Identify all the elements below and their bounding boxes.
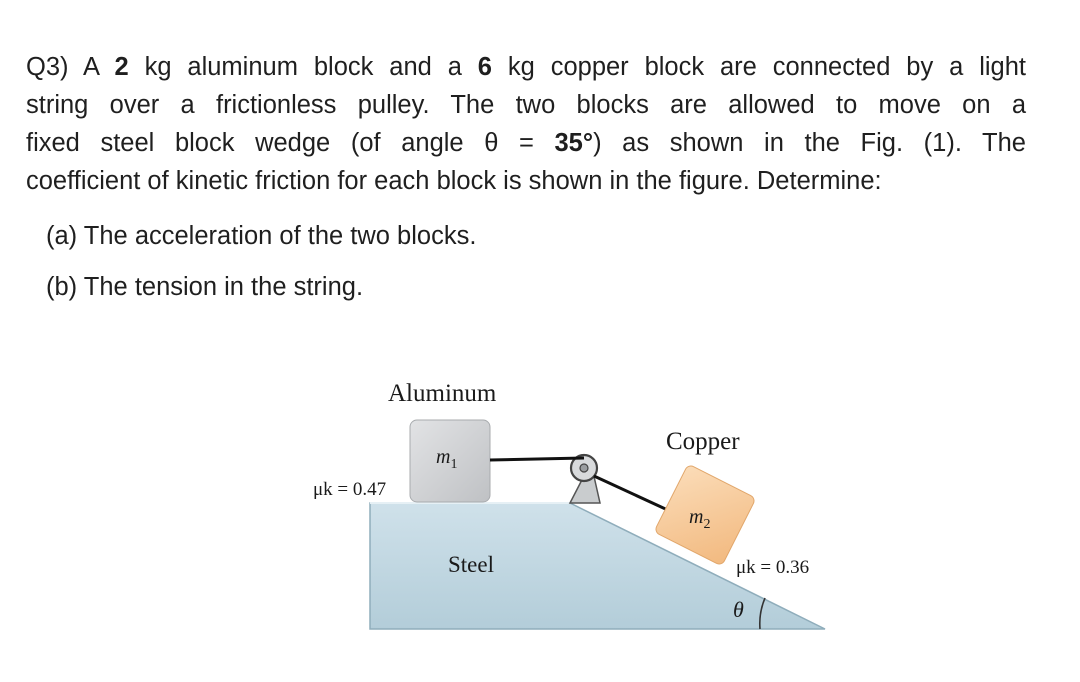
part-b: (b) The tension in the string. xyxy=(46,273,364,301)
m2-label: m2 xyxy=(689,506,710,532)
theta-label: θ xyxy=(733,597,744,622)
question-line-2: string over a frictionless pulley. The t… xyxy=(26,91,1026,119)
question-text-segment: ) as shown in the Fig. (1). The xyxy=(593,129,1026,157)
pulley-axle xyxy=(579,463,589,473)
steel-label: Steel xyxy=(448,552,494,577)
aluminum-label: Aluminum xyxy=(388,380,497,407)
copper-block xyxy=(655,465,755,565)
copper-label: Copper xyxy=(666,428,740,455)
mu-k-copper-label: μk = 0.36 xyxy=(736,557,809,578)
question-line-1: Q3) A 2 kg aluminum block and a 6 kg cop… xyxy=(26,48,1026,86)
question-text-segment: kg copper block are connected by a light xyxy=(491,53,1026,81)
question-text: Q3) A 2 kg aluminum block and a 6 kg cop… xyxy=(26,48,1026,200)
question-line-4: coefficient of kinetic friction for each… xyxy=(26,167,882,195)
aluminum-mass-value: 2 xyxy=(114,53,129,81)
angle-value: 35° xyxy=(554,129,594,157)
question-text-segment: fixed steel block wedge (of angle θ = xyxy=(26,129,555,157)
copper-mass-value: 6 xyxy=(477,53,492,81)
question-text-segment: Q3) A xyxy=(26,53,115,81)
part-a: (a) The acceleration of the two blocks. xyxy=(46,222,477,250)
question-text-segment: kg aluminum block and a xyxy=(128,53,478,81)
question-line-3: fixed steel block wedge (of angle θ = 35… xyxy=(26,124,1026,162)
string-incline xyxy=(593,474,673,514)
string-horizontal xyxy=(489,456,585,462)
angle-arc xyxy=(758,597,766,630)
m1-label: m1 xyxy=(436,446,457,472)
aluminum-block xyxy=(409,419,491,503)
mu-k-aluminum-label: μk = 0.47 xyxy=(313,479,386,500)
